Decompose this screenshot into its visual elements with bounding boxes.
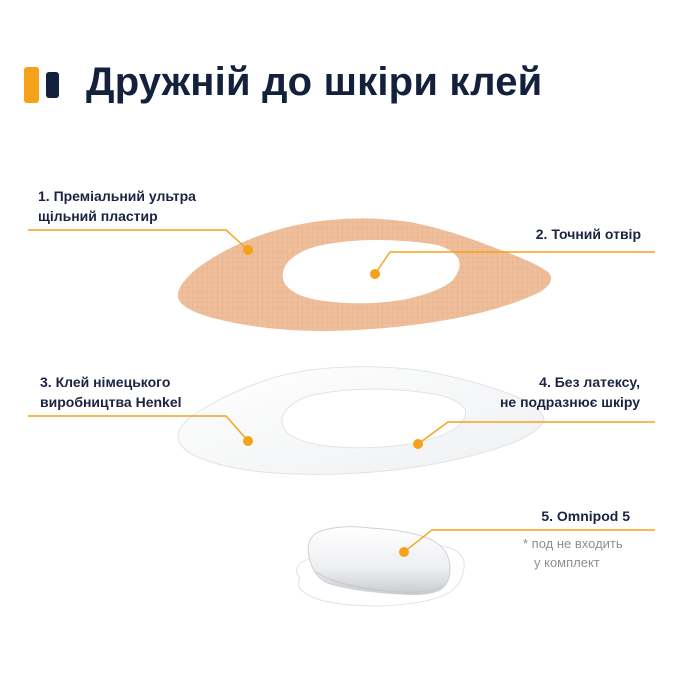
omnipod-device bbox=[307, 526, 451, 595]
label-omnipod: 5. Omnipod 5 bbox=[541, 508, 630, 524]
callout-dot-3 bbox=[243, 436, 253, 446]
note-line2: у комплект bbox=[534, 555, 600, 570]
label-latex-free-line2: не подразнює шкіру bbox=[499, 394, 640, 410]
callout-line-3 bbox=[28, 415, 249, 442]
callout-dot-5 bbox=[399, 547, 409, 557]
brand-logo-icon bbox=[24, 67, 64, 103]
label-henkel-glue: 3. Клей німецького виробництва Henkel bbox=[40, 372, 182, 412]
logo-navy-bar bbox=[46, 72, 59, 98]
label-latex-free-line1: 4. Без латексу, bbox=[539, 374, 640, 390]
note-not-included: * под не входить у комплект bbox=[523, 534, 623, 572]
label-premium-patch-line2: щільний пластир bbox=[38, 208, 158, 224]
label-henkel-glue-line2: виробництва Henkel bbox=[40, 394, 182, 410]
label-premium-patch: 1. Преміальний ультра щільний пластир bbox=[38, 186, 196, 226]
fabric-patch-shape bbox=[177, 218, 552, 331]
callout-dot-2 bbox=[370, 269, 380, 279]
callout-lines bbox=[28, 229, 655, 553]
page-title: Дружній до шкіри клей bbox=[86, 60, 543, 104]
label-latex-free: 4. Без латексу, не подразнює шкіру bbox=[500, 372, 640, 412]
label-henkel-glue-line1: 3. Клей німецького bbox=[40, 374, 171, 390]
callout-dots bbox=[243, 245, 423, 557]
callout-line-4 bbox=[417, 421, 655, 445]
label-precise-hole: 2. Точний отвір bbox=[535, 226, 641, 242]
callout-dot-1 bbox=[243, 245, 253, 255]
adhesive-film-shape bbox=[177, 366, 545, 475]
logo-orange-bar bbox=[24, 67, 39, 103]
callout-line-5 bbox=[403, 529, 655, 553]
callout-line-2 bbox=[374, 251, 655, 275]
callout-dot-4 bbox=[413, 439, 423, 449]
callout-line-1 bbox=[28, 229, 249, 251]
label-premium-patch-line1: 1. Преміальний ультра bbox=[38, 188, 196, 204]
note-line1: * под не входить bbox=[523, 536, 623, 551]
